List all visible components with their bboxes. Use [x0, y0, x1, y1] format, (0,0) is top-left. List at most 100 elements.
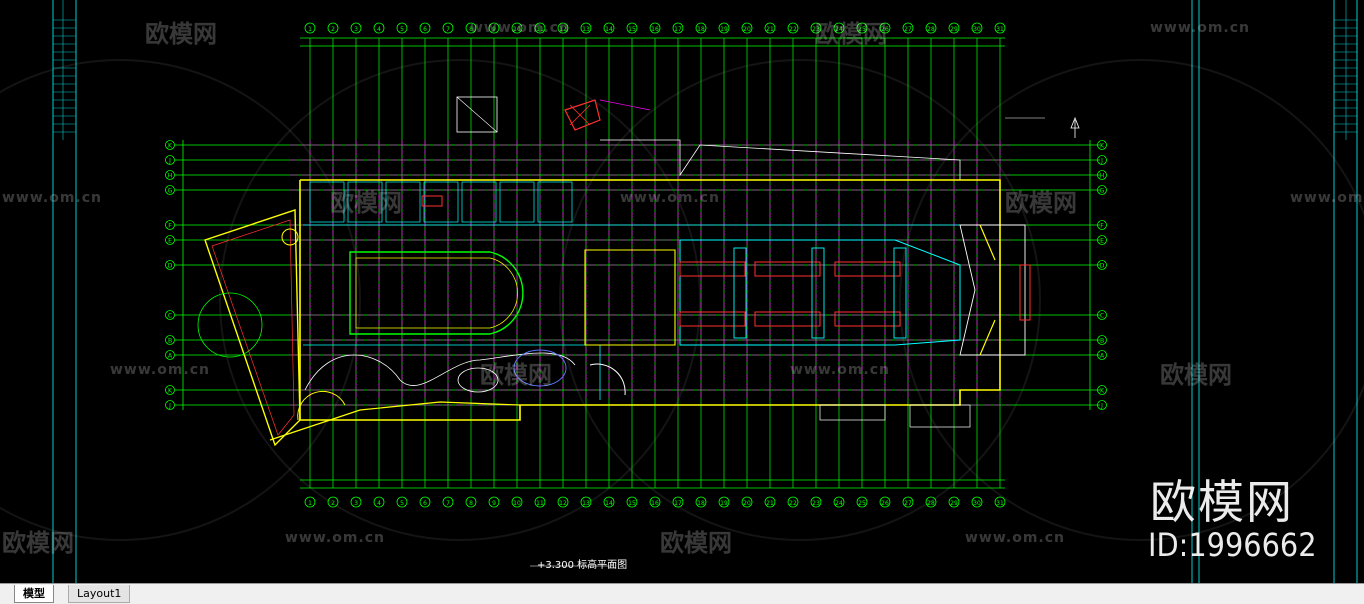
east-stair [979, 319, 996, 356]
grid-bubble [580, 496, 592, 508]
tab-layout1[interactable]: Layout1 [68, 585, 131, 603]
round-feature [197, 292, 263, 358]
hall-outline [679, 239, 961, 346]
grid-bubble-label: 28 [927, 500, 935, 507]
grid-bubble-label: 27 [904, 26, 912, 33]
grid-bubble-label: F [168, 223, 172, 230]
grid-bubble [695, 496, 707, 508]
grid-bubble-label: 4 [377, 500, 381, 507]
grid-bubble [626, 496, 638, 508]
core-column [893, 247, 907, 339]
grid-bubble [557, 22, 569, 34]
grid-bubble [534, 496, 546, 508]
room-outline [423, 181, 459, 223]
grid-bubble-label: 15 [628, 26, 636, 33]
grid-bubble [534, 22, 546, 34]
grid-bubble [327, 22, 339, 34]
grid-bubble-label: 19 [720, 500, 728, 507]
grid-bubble-label: E [168, 238, 172, 245]
grid-bubble [833, 496, 845, 508]
grid-bubble-label: 20 [743, 500, 751, 507]
grid-bubble [810, 22, 822, 34]
grid-bubble-label: 2 [331, 26, 335, 33]
grid-bubble [603, 496, 615, 508]
pool-inner [355, 257, 518, 329]
grid-bubble-label: 13 [582, 500, 590, 507]
grid-bubble-label: 30 [973, 500, 981, 507]
stair-small [421, 195, 443, 207]
grid-bubble [626, 22, 638, 34]
grid-bubble [1097, 350, 1107, 360]
grid-bubble [764, 22, 776, 34]
grid-bubble [373, 22, 385, 34]
tab-model[interactable]: 模型 [14, 585, 54, 603]
grid-bubble-label: 7 [446, 500, 450, 507]
grid-bubble-label: 15 [628, 500, 636, 507]
grid-bubble [165, 385, 175, 395]
east-stair [979, 224, 996, 261]
grid-bubble [304, 496, 316, 508]
grid-bubble [741, 22, 753, 34]
grid-bubble [1097, 400, 1107, 410]
grid-bubble-label: 25 [858, 500, 866, 507]
grid-bubble-label: 13 [582, 26, 590, 33]
grid-bubble-label: D [1100, 263, 1105, 270]
grid-bubble [879, 22, 891, 34]
grid-bubble [350, 496, 362, 508]
grid-bubble-label: 31 [996, 500, 1004, 507]
escalator-block [834, 261, 901, 277]
grid-bubble [165, 170, 175, 180]
grid-bubble-label: 1 [308, 26, 312, 33]
grid-bubble-label: 14 [605, 26, 613, 33]
grid-bubble-label: 17 [674, 26, 682, 33]
grid-bubble-label: 5 [400, 26, 404, 33]
grid-bubble-label: 24 [835, 26, 843, 33]
grid-bubble [1097, 155, 1107, 165]
grid-bubble-label: A [168, 353, 173, 360]
grid-bubble-label: 28 [927, 26, 935, 33]
grid-bubble [856, 22, 868, 34]
grid-bubble [994, 22, 1006, 34]
grid-bubble [419, 496, 431, 508]
grid-bubble [603, 22, 615, 34]
grid-bubble-label: 25 [858, 26, 866, 33]
grid-bubble-label: 18 [697, 500, 705, 507]
grid-bubble-label: C [1100, 313, 1104, 320]
grid-bubble [948, 496, 960, 508]
north-annex [456, 96, 498, 133]
grid-bubble-label: 3 [354, 26, 358, 33]
grid-bubble [165, 235, 175, 245]
grid-bubble [1097, 235, 1107, 245]
grid-bubble [741, 496, 753, 508]
grid-bubble-label: 3 [354, 500, 358, 507]
north-arrow-head [1070, 116, 1080, 129]
pool-outline [349, 251, 524, 335]
grid-bubble [672, 496, 684, 508]
north-annex-diagonal [456, 96, 498, 133]
north-edge [600, 139, 961, 180]
escalator-block [679, 311, 746, 327]
grid-bubble [557, 496, 569, 508]
grid-bubble-label: 30 [973, 26, 981, 33]
room-outline [461, 181, 497, 223]
grid-bubble [350, 22, 362, 34]
grid-bubble-label: 12 [559, 26, 567, 33]
east-element [1019, 264, 1031, 321]
grid-bubble [442, 22, 454, 34]
room-outline [819, 404, 886, 421]
grid-bubble [1097, 310, 1107, 320]
grid-bubble-label: 22 [789, 26, 797, 33]
grid-bubble-label: J [1100, 158, 1103, 165]
grid-bubble [580, 22, 592, 34]
grid-bubble [695, 22, 707, 34]
grid-bubble-label: G [1100, 188, 1105, 195]
grid-bubble-label: G [168, 188, 173, 195]
grid-bubble [488, 496, 500, 508]
grid-bubble-label: 5 [400, 500, 404, 507]
grid-bubble [165, 310, 175, 320]
grid-bubble-label: D [168, 263, 173, 270]
grid-bubble [419, 22, 431, 34]
escalator-block [754, 261, 821, 277]
room-outline [385, 181, 421, 223]
